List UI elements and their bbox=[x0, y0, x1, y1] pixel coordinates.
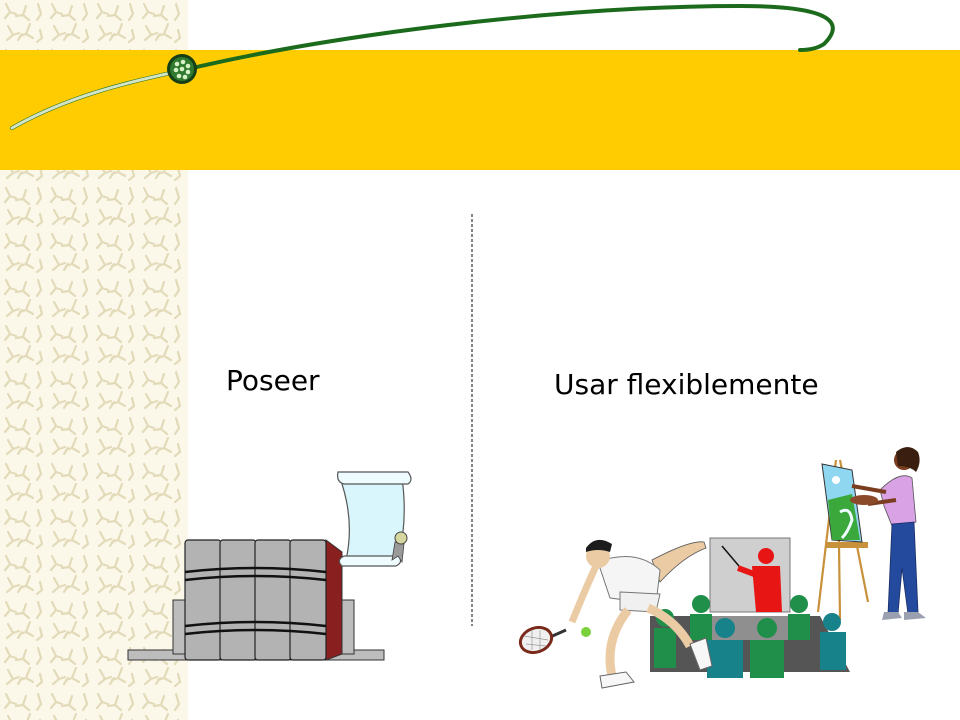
seal-ribbon-icon bbox=[391, 531, 408, 564]
left-heading: Poseer bbox=[226, 364, 320, 397]
comet-ball-icon bbox=[167, 54, 197, 84]
tennis-ball-icon bbox=[581, 627, 591, 637]
right-heading: Usar flexiblemente bbox=[554, 368, 819, 401]
tennis-racket-icon bbox=[518, 625, 567, 655]
